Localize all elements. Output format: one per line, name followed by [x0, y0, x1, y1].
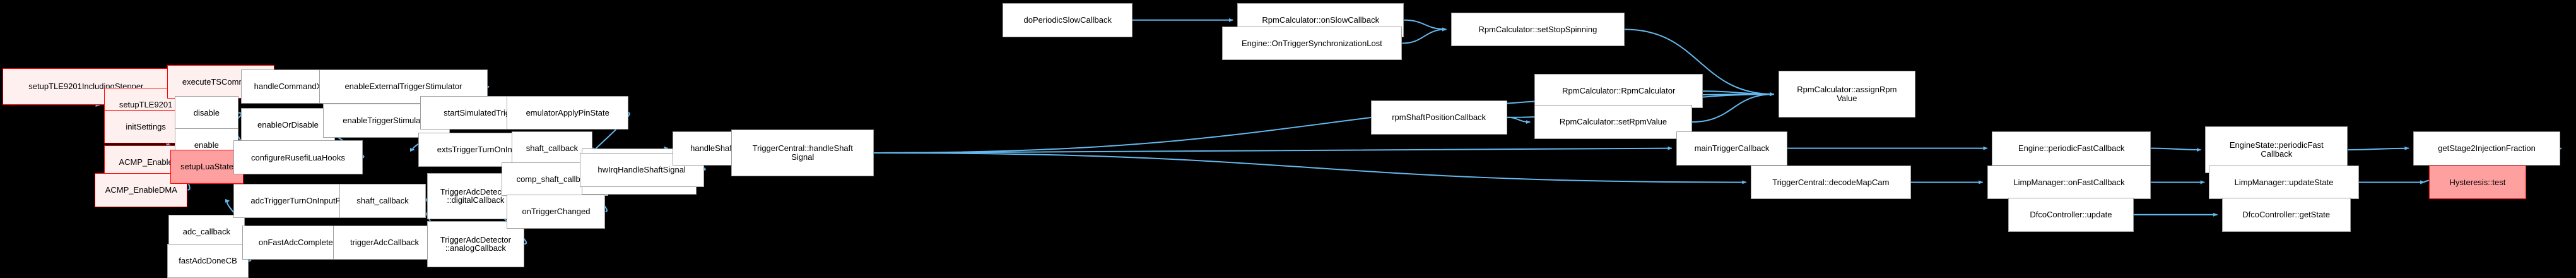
- graph-edge: [1402, 27, 1447, 44]
- graph-node[interactable]: mainTriggerCallback: [1676, 131, 1788, 166]
- graph-node[interactable]: setupLuaState: [170, 150, 244, 184]
- graph-node[interactable]: fastAdcDoneCB: [167, 244, 249, 278]
- graph-edge: [1404, 19, 1447, 32]
- graph-node[interactable]: RpmCalculator::setRpmValue: [1534, 105, 1692, 139]
- graph-node[interactable]: initSettings: [103, 109, 188, 144]
- graph-node[interactable]: LimpManager::updateState: [2209, 165, 2359, 200]
- graph-edge: [2151, 147, 2201, 152]
- graph-node[interactable]: enableOrDisable: [241, 108, 335, 142]
- graph-node[interactable]: RpmCalculator::assignRpm Value: [1778, 71, 1915, 118]
- graph-node[interactable]: getStage2InjectionFraction: [2413, 131, 2561, 166]
- graph-node[interactable]: adc_callback: [168, 214, 245, 249]
- graph-node[interactable]: rpmShaftPositionCallback: [1370, 100, 1507, 135]
- graph-node[interactable]: RpmCalculator::RpmCalculator: [1534, 74, 1703, 109]
- graph-edge: [874, 146, 1673, 154]
- graph-edge: [874, 152, 1747, 184]
- graph-node[interactable]: disable: [175, 95, 238, 130]
- graph-node[interactable]: TriggerAdcDetector ::analogCallback: [426, 221, 525, 267]
- graph-node[interactable]: Engine::periodicFastCallback: [1992, 131, 2151, 166]
- graph-edge: [1703, 90, 1775, 97]
- graph-node[interactable]: shaft_callback: [339, 183, 426, 218]
- graph-node[interactable]: TriggerCentral::decodeMapCam: [1750, 165, 1911, 200]
- graph-node[interactable]: doPeriodicSlowCallback: [1003, 3, 1133, 37]
- graph-node[interactable]: EngineState::periodicFast Callback: [2205, 126, 2348, 173]
- graph-node[interactable]: configureRusefiLuaHooks: [233, 140, 363, 175]
- graph-node[interactable]: Engine::OnTriggerSynchronizationLost: [1221, 26, 1403, 61]
- graph-edge: [1507, 116, 1531, 124]
- graph-node[interactable]: emulatorApplyPinState: [507, 95, 628, 130]
- graph-node[interactable]: DfcoController::getState: [2221, 197, 2351, 232]
- graph-node[interactable]: onTriggerChanged: [507, 195, 606, 229]
- graph-node[interactable]: DfcoController::update: [2008, 197, 2134, 232]
- graph-edge: [2348, 146, 2409, 151]
- graph-node[interactable]: onFastAdcComplete: [242, 225, 350, 260]
- graph-node[interactable]: Hysteresis::test: [2428, 165, 2527, 200]
- graph-edge: [1691, 92, 1775, 123]
- graph-node[interactable]: LimpManager::onFastCallback: [1987, 165, 2151, 200]
- graph-node[interactable]: triggerAdcCallback: [332, 225, 437, 260]
- graph-node[interactable]: RpmCalculator::setStopSpinning: [1450, 12, 1625, 47]
- graph-node[interactable]: TriggerCentral::handleShaft Signal: [731, 130, 874, 176]
